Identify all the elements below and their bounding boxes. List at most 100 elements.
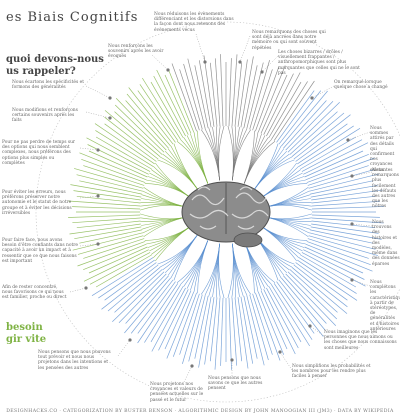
note-dot bbox=[350, 174, 354, 178]
bias-spoke bbox=[214, 297, 221, 370]
bias-spoke bbox=[273, 283, 313, 340]
bias-spoke bbox=[220, 54, 224, 127]
brain-cerebellum bbox=[233, 232, 263, 248]
branch-curve bbox=[218, 243, 225, 299]
bias-spoke bbox=[89, 252, 151, 285]
bias-spoke bbox=[257, 65, 286, 133]
bias-spoke bbox=[310, 226, 382, 240]
bias-spoke bbox=[287, 271, 338, 320]
bias-spoke bbox=[298, 128, 361, 167]
note-leader bbox=[85, 85, 111, 99]
note-dot bbox=[84, 286, 88, 290]
note-dot bbox=[166, 68, 170, 72]
branch-curve bbox=[139, 213, 187, 220]
bias-spoke bbox=[83, 238, 145, 259]
bias-spoke bbox=[95, 130, 154, 167]
note-dot bbox=[108, 116, 112, 120]
bias-spoke bbox=[125, 100, 169, 149]
bias-spoke bbox=[81, 158, 146, 183]
bias-spoke bbox=[304, 150, 364, 178]
branch-curve bbox=[261, 179, 306, 198]
bias-spoke bbox=[305, 153, 369, 181]
bias-spoke bbox=[311, 206, 384, 210]
branch-curve bbox=[227, 243, 234, 299]
note-top-right-2: Les choses bizarres / drôles / visuellem… bbox=[278, 50, 360, 76]
brain-fold bbox=[199, 225, 217, 230]
branch-curve bbox=[254, 156, 293, 190]
note-bottom-right-2: Nous simplifions les probabilités et les… bbox=[292, 364, 371, 380]
bias-spoke bbox=[72, 206, 141, 210]
branch-curve bbox=[200, 243, 220, 295]
note-dot bbox=[350, 278, 354, 282]
bias-spoke bbox=[79, 152, 147, 181]
brain-fold bbox=[191, 194, 225, 206]
note-dot bbox=[260, 70, 264, 74]
brain-fold bbox=[235, 192, 267, 204]
note-leader bbox=[85, 111, 111, 119]
note-dot bbox=[346, 138, 350, 142]
bias-spoke bbox=[156, 69, 189, 135]
bias-spoke bbox=[306, 157, 375, 183]
bias-spoke bbox=[306, 241, 371, 266]
bias-spoke bbox=[303, 249, 365, 280]
bias-spoke bbox=[76, 174, 143, 192]
note-dot bbox=[96, 242, 100, 246]
brain-fold bbox=[197, 186, 211, 191]
bias-spoke bbox=[301, 139, 363, 172]
bias-spoke bbox=[278, 279, 324, 337]
note-right-1: On remarque lorsque quelque chose a chan… bbox=[334, 80, 388, 91]
note-leader bbox=[239, 35, 251, 63]
bias-spoke bbox=[91, 257, 154, 296]
bias-spoke bbox=[255, 292, 281, 361]
brain-fold bbox=[231, 209, 269, 219]
note-leader bbox=[79, 147, 99, 151]
bias-spoke bbox=[79, 180, 142, 195]
bias-spoke bbox=[281, 90, 328, 147]
brain-fold bbox=[237, 225, 255, 230]
bias-spoke bbox=[77, 235, 144, 255]
note-leader bbox=[309, 325, 325, 337]
note-bottom-mid-1: Nous pensons que nous savons ce que les … bbox=[208, 376, 263, 392]
bias-spoke bbox=[252, 69, 273, 131]
bias-spoke bbox=[311, 220, 376, 229]
note-leader bbox=[151, 54, 169, 71]
bias-spoke bbox=[114, 269, 163, 313]
note-leader bbox=[279, 351, 293, 371]
note-bottom-left: Nous pensons que nous pouvons tout prévo… bbox=[38, 350, 111, 371]
question-act-fast: besoin gir vite bbox=[6, 322, 46, 346]
bias-spoke bbox=[276, 281, 315, 334]
bias-spoke bbox=[77, 241, 146, 267]
note-leader bbox=[69, 287, 87, 293]
branch-curve bbox=[254, 159, 295, 190]
note-top-right-1: Nous remarquons des choses qui sont déjà… bbox=[252, 30, 326, 51]
branch-curve bbox=[146, 179, 191, 198]
bias-spoke bbox=[104, 116, 159, 160]
note-top-left-1: Nous réduisons les évènements différenci… bbox=[154, 12, 234, 33]
bias-spoke bbox=[304, 246, 364, 274]
branch-curve bbox=[261, 162, 297, 198]
bias-spoke bbox=[266, 287, 299, 349]
branch-curve bbox=[261, 183, 308, 198]
bias-spoke bbox=[164, 290, 192, 350]
bias-spoke bbox=[260, 290, 288, 350]
note-leader bbox=[351, 279, 371, 287]
question-memory: quoi devons-nous us rappeler? bbox=[6, 54, 104, 78]
bias-spoke bbox=[188, 295, 206, 362]
bias-spoke bbox=[128, 87, 174, 145]
bias-spoke bbox=[158, 289, 189, 351]
bias-spoke bbox=[171, 63, 197, 132]
bias-spoke bbox=[308, 169, 375, 189]
bias-spoke bbox=[311, 223, 379, 234]
bias-spoke bbox=[76, 220, 141, 229]
bias-spoke bbox=[303, 142, 369, 175]
bias-spoke bbox=[246, 62, 264, 129]
bias-spoke bbox=[198, 296, 212, 368]
bias-spoke bbox=[228, 58, 232, 127]
bias-spoke bbox=[283, 100, 327, 149]
bias-spoke bbox=[104, 123, 157, 162]
bias-spoke bbox=[295, 262, 348, 301]
branch-curve bbox=[173, 143, 198, 190]
branch-curve bbox=[155, 226, 191, 262]
bias-spoke bbox=[276, 90, 315, 143]
